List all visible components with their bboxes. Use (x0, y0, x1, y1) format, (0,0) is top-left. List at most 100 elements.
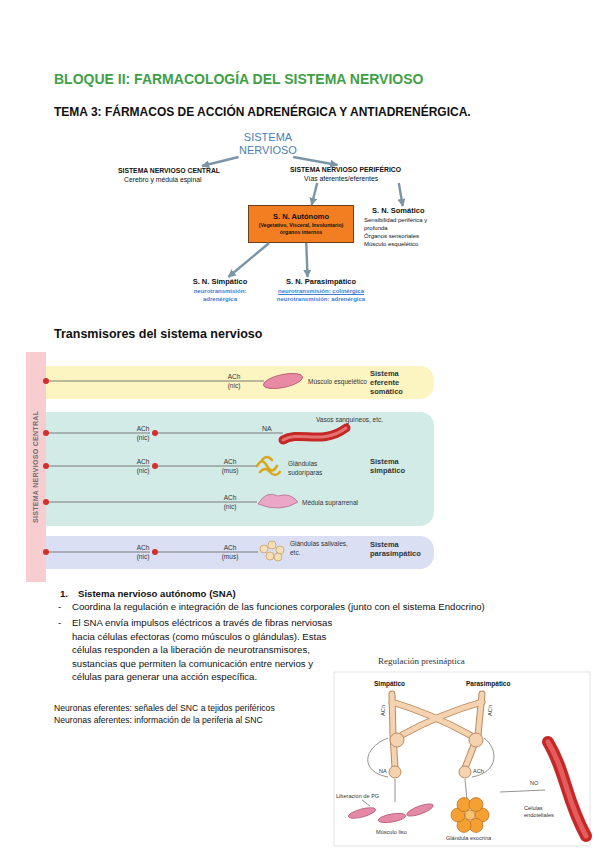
vessel-lumen (548, 742, 586, 836)
gland-acinus (451, 808, 465, 822)
sympathetic-band: ACh (nic)NAVasos sanguíneos, etc.ACh (ni… (46, 412, 434, 526)
tree-node: S. N. Simpáticoneurotransmisión: adrenér… (178, 277, 262, 303)
page-title: BLOQUE II: FARMACOLOGÍA DEL SISTEMA NERV… (54, 71, 584, 88)
tree-arrow (312, 183, 318, 205)
part-name: Liberación de PG (336, 793, 379, 799)
transmitter-label: ACh (473, 768, 484, 774)
node-heading: S. N. Simpático (178, 277, 262, 287)
nerve-fibers-outline (392, 694, 482, 768)
tree-arrow (202, 157, 239, 166)
node-text: ACh (nic) (133, 457, 153, 475)
node-text: Médula suprarrenal (302, 498, 358, 507)
label-box: NA (379, 768, 387, 775)
label-box: 1. (60, 587, 68, 601)
feedback-arrow (472, 738, 494, 777)
node-heading: ACh (nic) (133, 424, 153, 442)
nerve-fiber (392, 694, 395, 768)
gland-acinus (457, 798, 471, 812)
transmitter-label: NO (530, 780, 538, 786)
label-box: Neuronas aferentes: información de la pe… (54, 715, 354, 726)
label-box: Regulación presináptica (378, 656, 465, 667)
bullet-mark: - (58, 617, 61, 628)
transmitter-label: ACh (487, 705, 493, 716)
node-text: Órganos sensoriales (364, 232, 450, 240)
node-text: ACh (mus) (220, 457, 240, 475)
somatic-band: ACh (nic)Músculo esqueléticoSistema efer… (46, 366, 434, 399)
tree-arrow (228, 243, 269, 277)
node-heading: ACh (nic) (133, 543, 153, 561)
exocrine-gland-icon (451, 798, 489, 833)
label-box: Glándula exocrina (446, 835, 491, 842)
tree-node: S. N. Parasimpáticoneurotransmisión: col… (276, 277, 366, 303)
node-text: neurotransmisión: adrenérgica (178, 287, 262, 303)
nerve-fiber (465, 694, 482, 768)
node-text: NA (262, 424, 272, 433)
nerve-terminal (459, 766, 471, 778)
cns-band: SISTEMA NERVIOSO CENTRAL (26, 352, 46, 582)
node-text: Músculo esquelético (308, 377, 367, 386)
label-box: Coordina la regulación e integración de … (72, 600, 596, 614)
transmitter-label: ACh (380, 705, 386, 716)
label-box: Neuronas eferentes: señales del SNC a te… (54, 703, 354, 714)
tree-node: S. N. SomáticoSensibilidad periférica y … (364, 206, 450, 248)
feedback-arrows (362, 738, 545, 806)
node-text: (Vegetativo, Visceral, Involuntario) (249, 222, 353, 229)
nerve-fiber (392, 702, 470, 735)
tree-root: SISTEMA NERVIOSO (226, 131, 310, 157)
label-box: Células endoteliales (524, 805, 560, 819)
nerve-fiber (402, 702, 482, 735)
ganglion (390, 733, 404, 747)
node-text: órganos internos (249, 229, 353, 236)
pg-line (362, 800, 370, 806)
nerve-fiber (392, 694, 395, 768)
note-text: Neuronas eferentes: señales del SNC a te… (54, 703, 275, 713)
label-box: - (58, 616, 61, 630)
release-line (465, 779, 467, 800)
node-text: ACh (mus) (220, 543, 240, 561)
label-box: Sistema nervioso autónomo (SNA) (78, 587, 398, 601)
ganglion (469, 733, 483, 747)
tree-arrow (306, 243, 307, 277)
parasympathetic-band: ACh (nic) ACh (mus) Glándulas salivales, e… (46, 536, 434, 569)
node-text: Cerebro y médula espinal (118, 175, 238, 184)
list-heading: Sistema nervioso autónomo (SNA) (78, 588, 236, 599)
node-text: Glándulas salivales, etc. (290, 539, 350, 557)
part-name: Parasimpático (466, 680, 510, 687)
label-box: Liberación de PG (336, 793, 379, 800)
nerve-terminal (389, 766, 401, 778)
bullet-text: El SNA envía impulsos eléctricos a travé… (72, 617, 332, 682)
feedback-arrow (368, 738, 388, 777)
gland-acinus (469, 818, 483, 832)
label-box: Músculo liso (376, 829, 407, 836)
gland-acinus (457, 818, 471, 832)
node-text: neurotransmisión: adrenérgica (276, 295, 366, 303)
release-line (395, 779, 396, 802)
tree-node: SISTEMA NERVIOSO PERIFÉRICOVías aferente… (290, 165, 426, 183)
node-text: Sistema simpático (370, 457, 428, 475)
node-text: neurotransmisión: colinérgica (276, 287, 366, 295)
node-heading: SISTEMA NERVIOSO CENTRAL (118, 166, 238, 175)
smooth-muscle-icon (347, 801, 434, 824)
note-text: Neuronas aferentes: información de la pe… (54, 715, 263, 725)
bullet-text: Coordina la regulación e integración de … (72, 601, 485, 612)
gland-duct (465, 810, 475, 820)
node-heading: S. N. Autónomo (249, 212, 353, 222)
part-name: Músculo liso (376, 829, 407, 835)
muscle-cell (378, 812, 407, 825)
tree-node: SISTEMA NERVIOSO CENTRALCerebro y médula… (118, 166, 238, 184)
label-box: NO (530, 780, 538, 787)
gland-acinus (475, 808, 489, 822)
label-box: El SNA envía impulsos eléctricos a travé… (72, 616, 594, 689)
gland-acinus (469, 798, 483, 812)
part-name: Glándula exocrina (446, 835, 491, 841)
node-text: Sensibilidad periférica y profunda (364, 216, 450, 232)
wrap-spacer (593, 616, 594, 629)
node-heading: SISTEMA NERVIOSO (226, 131, 310, 157)
label-box: ACh (487, 705, 494, 716)
label-box: Transmisores del sistema nervioso (54, 327, 454, 342)
section-heading: TEMA 3: FÁRMACOS DE ACCIÓN ADRENÉRGICA Y… (54, 105, 471, 119)
blood-vessel (548, 742, 586, 836)
part-name: Células endoteliales (524, 805, 554, 818)
figure-frame (334, 672, 590, 846)
bullet-mark: - (58, 601, 61, 612)
